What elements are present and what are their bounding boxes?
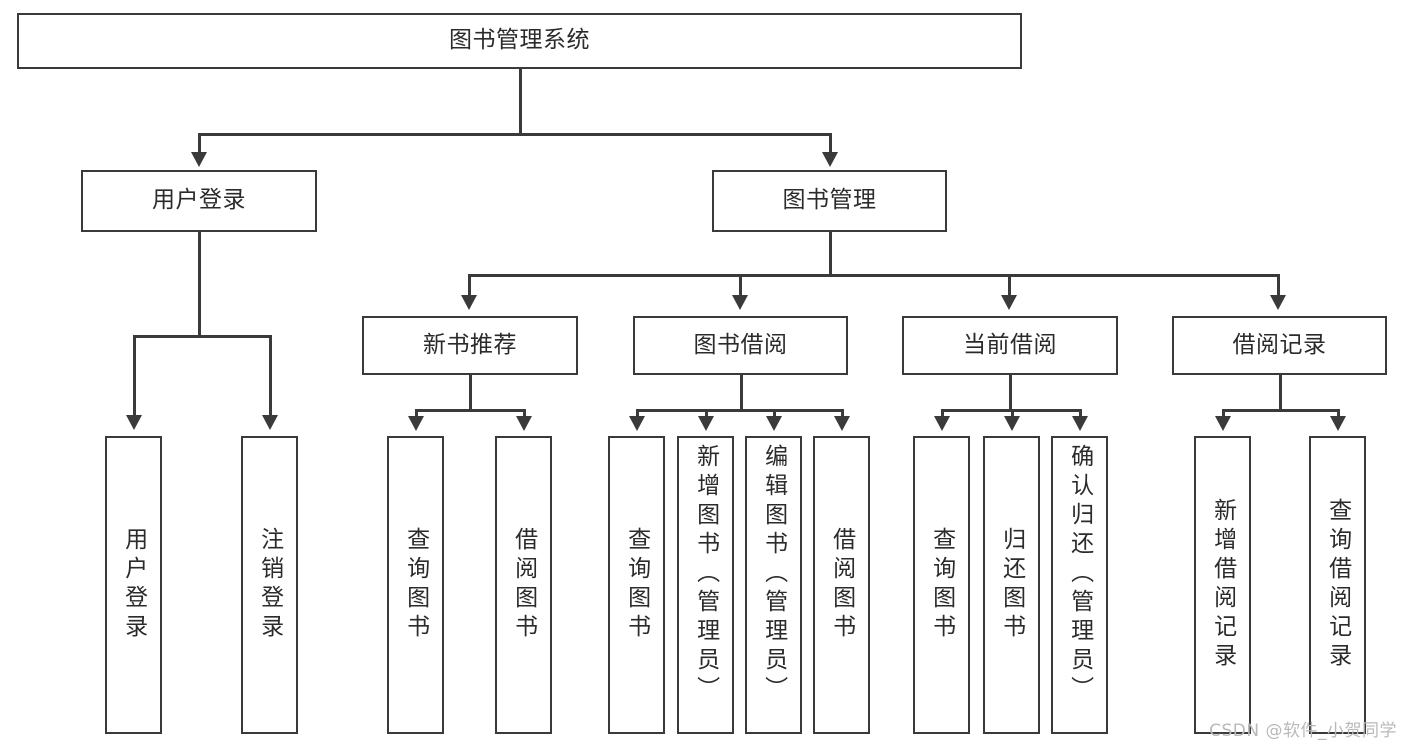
leaf-current-borrow-confirm-return-admin[interactable]: 确认归还（管理员） [1051, 436, 1108, 734]
leaf-new-book-query-books[interactable]: 查询图书 [387, 436, 444, 734]
arrowhead-cb-leaf-1 [934, 416, 950, 431]
arrowhead-br-leaf-1 [1215, 416, 1231, 431]
connector-br-to-leaf-2 [1337, 409, 1340, 419]
leaf-label: 借阅图书 [828, 527, 855, 643]
leaf-label: 编辑图书（管理员） [760, 444, 787, 705]
leaf-current-borrow-return-books[interactable]: 归还图书 [983, 436, 1040, 734]
arrowhead-user-login-leaf-2 [262, 415, 278, 430]
node-label: 图书管理 [782, 187, 877, 214]
connector-book-borrow-trunk [740, 375, 743, 409]
connector-cb-to-leaf-1 [941, 409, 944, 419]
connector-user-login-trunk [198, 232, 201, 335]
leaf-label: 用户登录 [120, 527, 147, 643]
leaf-label: 新增图书（管理员） [692, 444, 719, 705]
leaf-book-borrow-add-book-admin[interactable]: 新增图书（管理员） [677, 436, 734, 734]
leaf-label: 新增借阅记录 [1209, 498, 1236, 672]
node-label: 图书借阅 [693, 331, 788, 358]
leaf-user-login-login[interactable]: 用户登录 [105, 436, 162, 734]
leaf-user-login-logout[interactable]: 注销登录 [241, 436, 298, 734]
node-label: 新书推荐 [423, 331, 517, 358]
arrowhead-new-book-leaf-2 [516, 416, 532, 431]
arrowhead-cb-leaf-2 [1004, 416, 1020, 431]
connector-root-to-user-login [198, 133, 201, 155]
arrowhead-bb-leaf-1 [629, 416, 645, 431]
csdn-watermark: CSDN @软件_小贺同学 [1209, 721, 1397, 741]
connector-cb-to-leaf-2 [1011, 409, 1014, 419]
leaf-new-book-borrow-books[interactable]: 借阅图书 [495, 436, 552, 734]
connector-root-to-book-management [829, 133, 832, 155]
leaf-label: 确认归还（管理员） [1066, 444, 1093, 705]
arrowhead-bb-leaf-3 [766, 416, 782, 431]
node-label: 借阅记录 [1232, 331, 1327, 358]
leaf-book-borrow-query-books[interactable]: 查询图书 [608, 436, 665, 734]
connector-book-borrow-bar [636, 409, 843, 412]
arrowhead-user-login-leaf-1 [126, 415, 142, 430]
connector-root-trunk [519, 69, 522, 133]
connector-root-bar [198, 133, 831, 136]
connector-user-login-to-leaf-1 [133, 335, 136, 418]
connector-br-to-leaf-1 [1222, 409, 1225, 419]
connector-borrow-record-trunk [1279, 375, 1282, 409]
connector-user-login-to-leaf-2 [269, 335, 272, 418]
node-current-borrow[interactable]: 当前借阅 [902, 316, 1118, 375]
connector-new-book-to-leaf-2 [523, 409, 526, 419]
connector-bm-to-book-borrow [739, 274, 742, 298]
leaf-current-borrow-query-books[interactable]: 查询图书 [913, 436, 970, 734]
leaf-book-borrow-edit-book-admin[interactable]: 编辑图书（管理员） [745, 436, 802, 734]
connector-user-login-bar [133, 335, 270, 338]
connector-new-book-trunk [469, 375, 472, 409]
node-label: 当前借阅 [963, 331, 1057, 358]
leaf-borrow-record-add-record[interactable]: 新增借阅记录 [1194, 436, 1251, 734]
arrowhead-bm-to-borrow-record [1270, 295, 1286, 310]
connector-bb-to-leaf-2 [705, 409, 708, 419]
arrowhead-bb-leaf-2 [698, 416, 714, 431]
connector-new-book-to-leaf-1 [415, 409, 418, 419]
connector-borrow-record-bar [1222, 409, 1339, 412]
arrowhead-bm-to-new-book [461, 295, 477, 310]
leaf-book-borrow-borrow-books[interactable]: 借阅图书 [813, 436, 870, 734]
connector-bb-to-leaf-1 [636, 409, 639, 419]
arrowhead-root-to-user-login [191, 152, 207, 167]
connector-new-book-bar [415, 409, 525, 412]
arrowhead-bm-to-book-borrow [732, 295, 748, 310]
connector-bm-to-new-book [468, 274, 471, 298]
connector-book-management-bar [468, 274, 1279, 277]
connector-bb-to-leaf-3 [773, 409, 776, 419]
leaf-borrow-record-query-record[interactable]: 查询借阅记录 [1309, 436, 1366, 734]
leaf-label: 归还图书 [998, 527, 1025, 643]
connector-bm-to-borrow-record [1277, 274, 1280, 298]
arrowhead-br-leaf-2 [1330, 416, 1346, 431]
leaf-label: 查询图书 [623, 527, 650, 643]
leaf-label: 注销登录 [256, 527, 283, 643]
node-label: 用户登录 [152, 187, 246, 214]
node-root-book-management-system[interactable]: 图书管理系统 [17, 13, 1022, 69]
connector-cb-to-leaf-3 [1079, 409, 1082, 419]
connector-bm-to-current-borrow [1008, 274, 1011, 298]
arrowhead-bm-to-current-borrow [1001, 295, 1017, 310]
connector-bb-to-leaf-4 [841, 409, 844, 419]
node-new-book-recommend[interactable]: 新书推荐 [362, 316, 578, 375]
connector-current-borrow-trunk [1009, 375, 1012, 409]
node-borrow-record[interactable]: 借阅记录 [1172, 316, 1387, 375]
node-label: 图书管理系统 [449, 27, 590, 54]
node-user-login[interactable]: 用户登录 [81, 170, 317, 232]
arrowhead-new-book-leaf-1 [408, 416, 424, 431]
leaf-label: 查询借阅记录 [1324, 498, 1351, 672]
arrowhead-cb-leaf-3 [1072, 416, 1088, 431]
arrowhead-root-to-book-management [822, 152, 838, 167]
connector-book-management-trunk [829, 232, 832, 274]
arrowhead-bb-leaf-4 [834, 416, 850, 431]
node-book-management[interactable]: 图书管理 [712, 170, 947, 232]
leaf-label: 查询图书 [402, 527, 429, 643]
leaf-label: 借阅图书 [510, 527, 537, 643]
leaf-label: 查询图书 [928, 527, 955, 643]
node-book-borrow[interactable]: 图书借阅 [633, 316, 848, 375]
